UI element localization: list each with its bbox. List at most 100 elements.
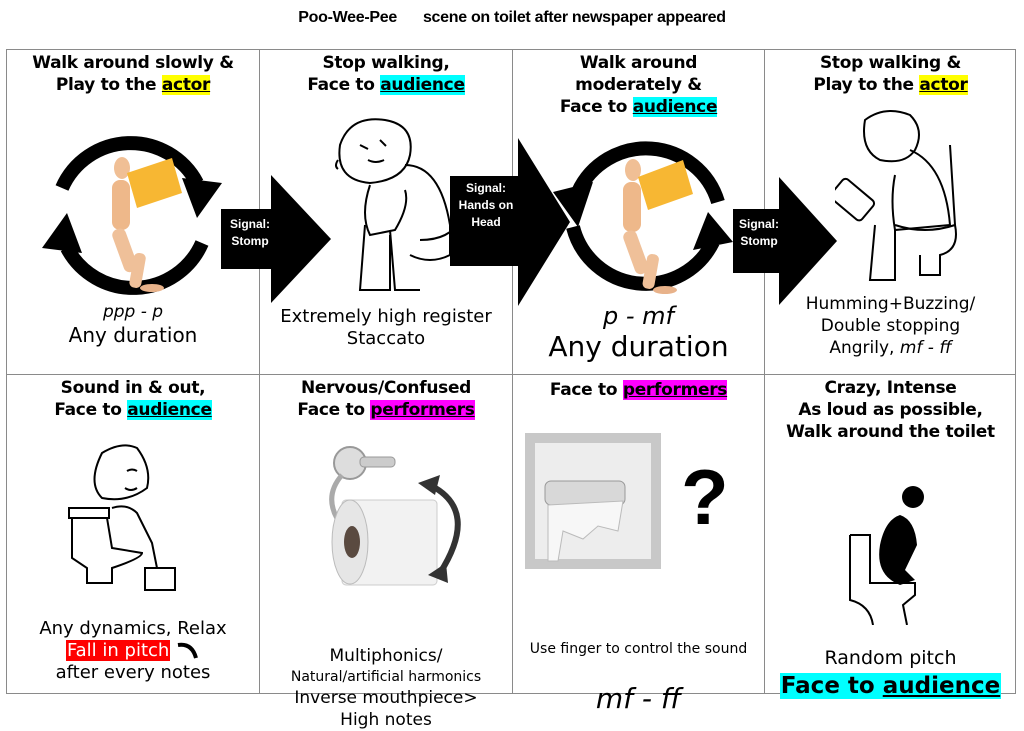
- cell-stop-walking-actor: Stop walking & Play to the actor Humming…: [765, 50, 1016, 374]
- cell-instructions: p - mf Any duration: [513, 302, 764, 364]
- relaxed-person-icon: [68, 444, 176, 591]
- duration-text: Any duration: [68, 323, 198, 347]
- squatting-figure-illustration: [849, 486, 924, 625]
- fall-curve-icon: [177, 642, 198, 659]
- heading-line: Face to audience: [54, 400, 212, 420]
- technique-text: Double stopping: [820, 316, 961, 336]
- page-title: Poo-Wee-Pee scene on toilet after newspap…: [0, 9, 1024, 27]
- technique-text: High notes: [340, 710, 432, 730]
- heading-line: Walk around: [579, 53, 698, 73]
- heading-line: Sound in & out,: [60, 378, 206, 398]
- usage-text: Use finger to control the sound: [529, 641, 748, 657]
- cell-instructions: Humming+Buzzing/ Double stopping Angrily…: [765, 293, 1016, 359]
- cell-instructions: ppp - p Any duration: [7, 301, 259, 347]
- heading-line: moderately &: [575, 75, 702, 95]
- articulation-text: Staccato: [346, 328, 426, 349]
- cell-heading: Crazy, Intense As loud as possible, Walk…: [765, 377, 1016, 443]
- cell-heading: Walk around slowly & Play to the actor: [7, 52, 259, 96]
- column-divider: [764, 50, 765, 693]
- footer-instruction: Face to audience: [765, 672, 1016, 700]
- heading-line: Crazy, Intense: [824, 378, 957, 398]
- cell-instructions: Extremely high register Staccato: [260, 306, 512, 350]
- heading-line: Face to performers: [297, 400, 475, 420]
- person-with-phone-icon: [835, 110, 957, 281]
- circular-arrows-mannequin-illustration: [553, 141, 733, 294]
- audience-highlight: audience: [380, 75, 465, 95]
- heading-line: Face to performers: [549, 380, 728, 400]
- cell-heading: Nervous/Confused Face to performers: [260, 377, 512, 421]
- cell-face-performers: Face to performers ? Use finger to contr…: [513, 375, 764, 715]
- mannequin-reading-icon: [112, 157, 182, 292]
- cell-sound-in-out: Sound in & out, Face to audience Any dyn…: [7, 375, 259, 694]
- technique-text: Humming+Buzzing/: [805, 294, 976, 314]
- heading-line: Walk around slowly &: [32, 53, 234, 73]
- pitch-text: Random pitch: [824, 647, 957, 669]
- toilet-paper-roll-illustration: [329, 446, 461, 586]
- signal-arrow-hands-on-head: [450, 138, 570, 306]
- dynamics-marking: ppp - p: [102, 302, 164, 322]
- after-notes-text: after every notes: [55, 662, 211, 683]
- face-audience-banner: Face to audience: [779, 673, 1002, 699]
- column-divider: [512, 50, 513, 693]
- signal-arrow-stomp: [733, 177, 837, 305]
- audience-highlight: audience: [127, 400, 212, 420]
- column-divider: [259, 50, 260, 693]
- cell-walk-slowly: Walk around slowly & Play to the actor p…: [7, 50, 259, 374]
- cell-heading: Sound in & out, Face to audience: [7, 377, 259, 421]
- heading-line: Play to the actor: [813, 75, 968, 95]
- technique-text: Multiphonics/: [329, 646, 443, 666]
- actor-highlight: actor: [161, 75, 211, 95]
- circular-arrows-mannequin-illustration: [42, 136, 222, 295]
- empty-paper-holder-icon: [525, 433, 661, 569]
- row-divider: [7, 374, 1015, 375]
- heading-line: Stop walking,: [322, 53, 450, 73]
- performers-highlight: performers: [622, 380, 728, 400]
- score-grid: Walk around slowly & Play to the actor p…: [6, 49, 1016, 730]
- cell-crazy-intense: Crazy, Intense As loud as possible, Walk…: [765, 375, 1016, 699]
- heading-line: As loud as possible,: [798, 400, 983, 420]
- heading-line: Nervous/Confused: [300, 378, 472, 398]
- cell-stop-walking: Stop walking, Face to audience Extremely…: [260, 50, 512, 374]
- performers-highlight: performers: [370, 400, 475, 420]
- paper-roll-icon: [331, 499, 438, 586]
- signal-label: Signal:Stomp: [229, 217, 270, 248]
- heading-line: Face to audience: [307, 75, 465, 95]
- cell-heading: Face to performers: [513, 379, 764, 401]
- dynamics-marking: mf - ff: [899, 338, 952, 358]
- crying-person-icon: [335, 118, 461, 291]
- fall-line: Fall in pitch: [7, 640, 259, 662]
- technique-text: Natural/artificial harmonics: [290, 669, 482, 685]
- signal-label: Signal:Stomp: [738, 217, 779, 248]
- actor-highlight: actor: [919, 75, 968, 95]
- person-with-phone-on-toilet-illustration: [835, 110, 957, 281]
- duration-text: Any duration: [548, 330, 729, 363]
- heading-line: Stop walking &: [819, 53, 962, 73]
- heading-line: Play to the actor: [55, 75, 211, 95]
- squatting-figure-icon: [849, 486, 924, 625]
- empty-paper-holder-illustration: [525, 433, 661, 569]
- cell-instructions: Any dynamics, Relax Fall in pitch after …: [7, 618, 259, 684]
- heading-line: Walk around the toilet: [786, 422, 995, 442]
- manner-text: Angrily, mf - ff: [829, 338, 952, 358]
- cell-instructions: Multiphonics/ Natural/artificial harmoni…: [260, 645, 512, 731]
- relaxed-person-on-toilet-illustration: [68, 444, 176, 591]
- rotation-arrow-icon: [418, 475, 461, 583]
- signal-arrow-stomp: [221, 175, 331, 303]
- audience-highlight: audience: [632, 97, 718, 117]
- question-mark-icon: ?: [681, 453, 729, 541]
- scene-subtitle: scene on toilet after newspaper appeared: [422, 9, 726, 26]
- cell-walk-moderately: Walk around moderately & Face to audienc…: [513, 50, 764, 374]
- register-text: Extremely high register: [280, 306, 492, 327]
- mannequin-reading-icon: [623, 159, 693, 294]
- cell-heading: Stop walking & Play to the actor: [765, 52, 1016, 96]
- fall-in-pitch-highlight: Fall in pitch: [65, 640, 171, 661]
- cell-heading: Walk around moderately & Face to audienc…: [513, 52, 764, 118]
- cell-nervous-confused: Nervous/Confused Face to performers Mult…: [260, 375, 512, 730]
- dynamics-text: Any dynamics, Relax: [39, 618, 227, 639]
- crying-person-on-toilet-illustration: [335, 118, 461, 291]
- dynamics-marking: mf - ff: [595, 682, 682, 715]
- cell-heading: Stop walking, Face to audience: [260, 52, 512, 96]
- dynamics-marking: p - mf: [603, 302, 674, 330]
- piece-title: Poo-Wee-Pee: [298, 9, 397, 26]
